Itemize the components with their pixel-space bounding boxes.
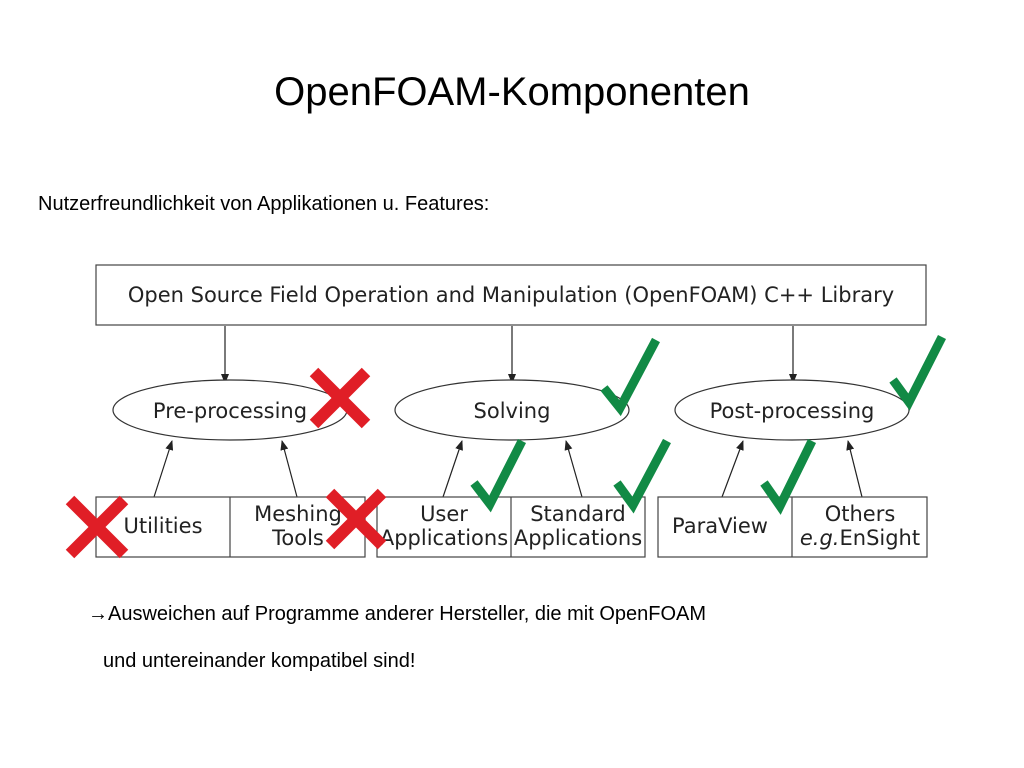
note-line-1: →Ausweichen auf Programme anderer Herste… (88, 603, 706, 626)
arrow-standard-to-solving (564, 440, 583, 498)
check-mark-post-processing (889, 334, 947, 411)
stage-label: Post-processing (710, 399, 875, 423)
stage-pre-processing: Pre-processing (112, 379, 348, 441)
check-mark-standard-applications (613, 438, 671, 514)
arrow-paraview-to-post (721, 440, 744, 498)
tool-user-line2: Applications (380, 526, 508, 550)
tool-others-prefix: e.g. (800, 526, 840, 550)
stage-label: Pre-processing (153, 399, 307, 423)
check-mark-user-applications (470, 438, 527, 513)
stage-solving: Solving (394, 379, 630, 441)
stage-post-processing: Post-processing (674, 379, 910, 441)
arrow-utilities-to-pre (153, 440, 174, 498)
tool-user-line1: User (420, 502, 468, 526)
cross-mark-utilities (65, 495, 129, 559)
note-line-2: und untereinander kompatibel sind! (103, 650, 416, 672)
tool-standard-line1: Standard (530, 502, 626, 526)
arrow-meshing-to-pre (280, 440, 298, 498)
check-mark-solving (600, 337, 660, 417)
right-arrow-icon: → (88, 603, 108, 625)
tool-meshing-line2: Tools (271, 526, 324, 550)
tool-utilities: Utilities (123, 514, 202, 538)
tool-others-line1: Others (825, 502, 896, 526)
tool-meshing-line1: Meshing (254, 502, 342, 526)
note-line-1-text: Ausweichen auf Programme anderer Herstel… (108, 603, 707, 625)
check-mark-paraview (760, 439, 817, 515)
library-label: Open Source Field Operation and Manipula… (128, 283, 894, 307)
tool-group-solving: User Applications Standard Applications (376, 496, 646, 558)
cross-mark-pre-processing (309, 367, 371, 429)
tool-others-suffix: EnSight (839, 526, 920, 550)
stage-label: Solving (474, 399, 551, 423)
tool-standard-line2: Applications (514, 526, 642, 550)
tool-others-line2: e.g.EnSight (800, 526, 920, 550)
tool-group-post: ParaView Others e.g.EnSight (657, 496, 928, 558)
tool-paraview: ParaView (672, 514, 768, 538)
slide-title: OpenFOAM-Komponenten (274, 70, 750, 114)
cross-mark-meshing-tools (325, 488, 387, 550)
slide-subtitle: Nutzerfreundlichkeit von Applikationen u… (38, 193, 490, 215)
arrow-others-to-post (846, 440, 863, 498)
tool-group-pre: Utilities Meshing Tools (95, 496, 366, 558)
arrow-user-to-solving (442, 440, 463, 498)
library-box: Open Source Field Operation and Manipula… (95, 264, 927, 326)
